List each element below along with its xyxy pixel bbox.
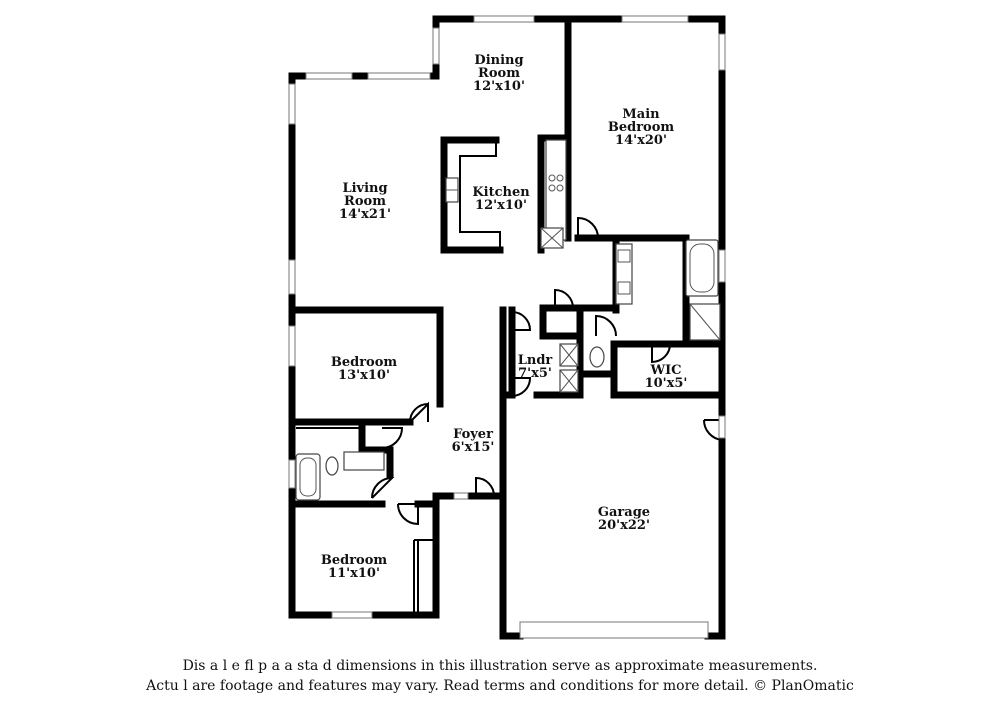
disclaimer-line-2: Actu l are footage and features may vary… (146, 678, 854, 694)
laundry-dims: 7'x5' (518, 366, 552, 381)
fixtures (295, 139, 721, 612)
windows (288, 15, 726, 639)
main-bedroom-name-2: Bedroom (608, 120, 675, 135)
living-room-label: Living Room 14'x21' (339, 181, 391, 222)
dining-room-label: Dining Room 12'x10' (473, 53, 525, 94)
garage-name: Garage (598, 505, 650, 520)
wic-label: WIC 10'x5' (645, 363, 688, 391)
kitchen-name: Kitchen (472, 185, 530, 200)
foyer-dims: 6'x15' (452, 440, 495, 455)
kitchen-dims: 12'x10' (475, 198, 527, 213)
main-bedroom-dims: 14'x20' (615, 133, 667, 148)
garage-dims: 20'x22' (598, 518, 650, 533)
bedroom-1-dims: 13'x10' (338, 368, 390, 383)
wic-dims: 10'x5' (645, 376, 688, 391)
wic-name: WIC (649, 363, 681, 378)
bedroom-1-name: Bedroom (331, 355, 398, 370)
dining-name-2: Room (478, 66, 520, 81)
exterior-walls (288, 15, 726, 640)
disclaimer-line-1: Dis a l e fl p a a sta d dimensions in t… (182, 658, 818, 674)
dining-dims: 12'x10' (473, 79, 525, 94)
laundry-name: Lndr (518, 353, 553, 368)
kitchen-label: Kitchen 12'x10' (472, 185, 530, 213)
disclaimer: Dis a l e fl p a a sta d dimensions in t… (0, 656, 1000, 696)
bedroom-1-label: Bedroom 13'x10' (331, 355, 398, 383)
living-name-1: Living (342, 181, 387, 196)
laundry-label: Lndr 7'x5' (518, 353, 553, 381)
dining-name-1: Dining (474, 53, 523, 68)
bedroom-2-dims: 11'x10' (328, 566, 380, 581)
foyer-name: Foyer (453, 427, 493, 442)
foyer-label: Foyer 6'x15' (452, 427, 495, 455)
main-bedroom-label: Main Bedroom 14'x20' (608, 107, 675, 148)
doors (371, 216, 723, 526)
bedroom-2-label: Bedroom 11'x10' (321, 553, 388, 581)
living-name-2: Room (344, 194, 386, 209)
bedroom-2-name: Bedroom (321, 553, 388, 568)
garage-label: Garage 20'x22' (598, 505, 650, 533)
living-dims: 14'x21' (339, 207, 391, 222)
interior-walls (288, 15, 726, 508)
main-bedroom-name-1: Main (622, 107, 660, 122)
